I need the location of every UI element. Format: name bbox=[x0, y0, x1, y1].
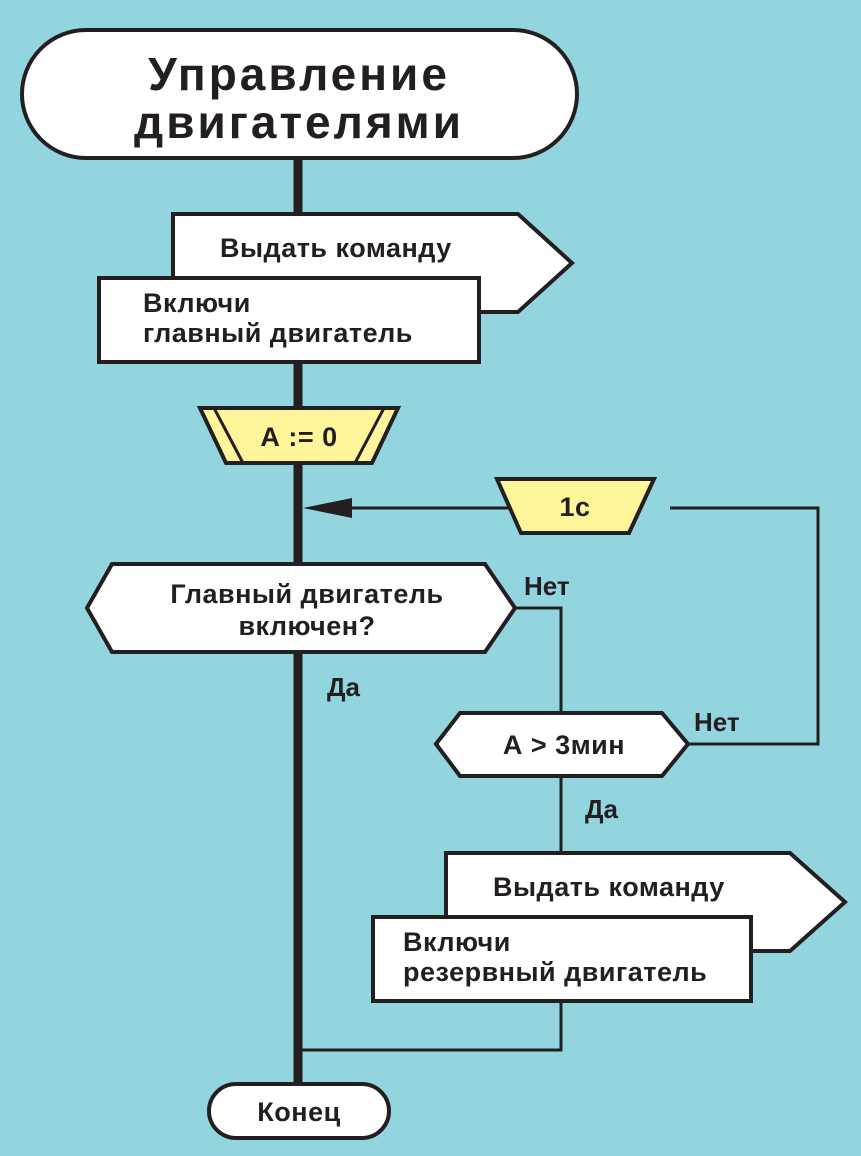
arrow-left-icon bbox=[303, 498, 352, 518]
question1-line1: Главный двигатель bbox=[170, 579, 443, 609]
question2-yes-label: Да bbox=[585, 794, 619, 824]
command1-action-box bbox=[97, 276, 481, 364]
question1-line2: включен? bbox=[238, 611, 375, 641]
command2-header: Выдать команду bbox=[493, 872, 725, 902]
loop-start-right-bar bbox=[353, 407, 386, 464]
merge-wire bbox=[300, 1000, 563, 1052]
title-line2: двигателями bbox=[134, 96, 464, 148]
loop-end-block bbox=[493, 477, 658, 535]
command2-line1: Включи bbox=[403, 927, 511, 957]
question2-block bbox=[433, 711, 691, 778]
loop-end-label: 1с bbox=[559, 492, 590, 522]
question1-block bbox=[84, 562, 518, 654]
command1-header: Выдать команду bbox=[220, 233, 452, 263]
loop-start-label: А := 0 bbox=[260, 422, 337, 452]
question2-label: А > 3мин bbox=[503, 730, 625, 760]
loop-back-wire bbox=[670, 506, 820, 746]
title-line1: Управление bbox=[148, 48, 450, 100]
question2-no-label: Нет bbox=[694, 707, 740, 737]
command1-line2: главный двигатель bbox=[143, 318, 413, 348]
end-label: Конец bbox=[257, 1097, 340, 1127]
command2-action-box bbox=[371, 915, 753, 1003]
title-terminator bbox=[20, 28, 579, 160]
question1-no-label: Нет bbox=[524, 571, 570, 601]
no-branch-wire-1 bbox=[515, 606, 563, 715]
loop-start-block bbox=[196, 406, 402, 465]
loop-start-left-bar bbox=[212, 407, 245, 464]
question1-yes-label: Да bbox=[327, 672, 361, 702]
command1-line1: Включи bbox=[143, 288, 251, 318]
command2-line2: резервный двигатель bbox=[403, 957, 707, 987]
end-terminator bbox=[207, 1082, 391, 1140]
